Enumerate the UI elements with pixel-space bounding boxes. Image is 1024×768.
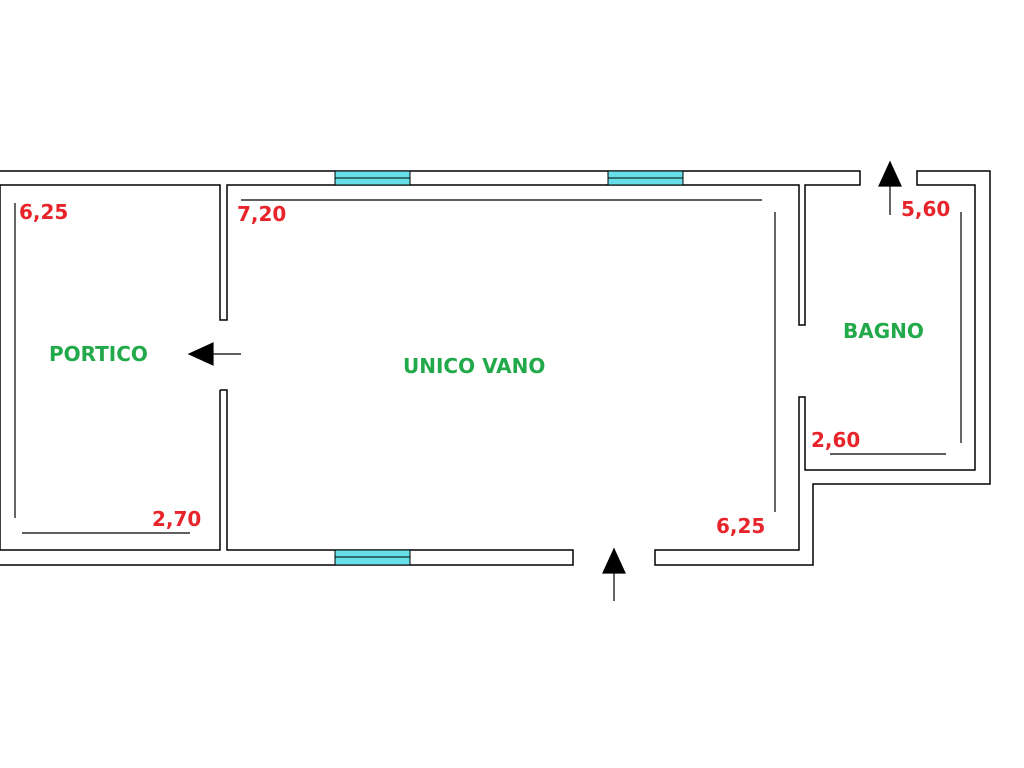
- dim-label-portico-height: 6,25: [19, 200, 68, 224]
- dim-label-vano-width: 7,20: [237, 202, 286, 226]
- dim-label-vano-height: 6,25: [716, 514, 765, 538]
- dim-label-portico-width: 2,70: [152, 507, 201, 531]
- dimension-lines: [14, 199, 962, 534]
- room-labels: PORTICO UNICO VANO BAGNO: [49, 319, 924, 378]
- dimension-labels: 6,25 2,70 7,20 6,25 5,60 2,60: [19, 197, 950, 538]
- top-wall-outer: [0, 170, 861, 326]
- arrows: [187, 160, 902, 601]
- portico-divider-lower: [0, 389, 574, 566]
- bottom-wall-right: [654, 170, 991, 566]
- room-label-portico: PORTICO: [49, 342, 148, 366]
- dim-label-bagno-height: 5,60: [901, 197, 950, 221]
- room-label-bagno: BAGNO: [843, 319, 924, 343]
- windows: [334, 170, 684, 566]
- portico-bottom-inner: [0, 390, 221, 551]
- dim-label-bagno-width: 2,60: [811, 428, 860, 452]
- arrow-bottom-head: [602, 547, 626, 574]
- arrow-bagno-head: [878, 160, 902, 187]
- room-label-unico-vano: UNICO VANO: [403, 354, 545, 378]
- walls: [0, 170, 991, 566]
- arrow-portico-head: [187, 342, 214, 366]
